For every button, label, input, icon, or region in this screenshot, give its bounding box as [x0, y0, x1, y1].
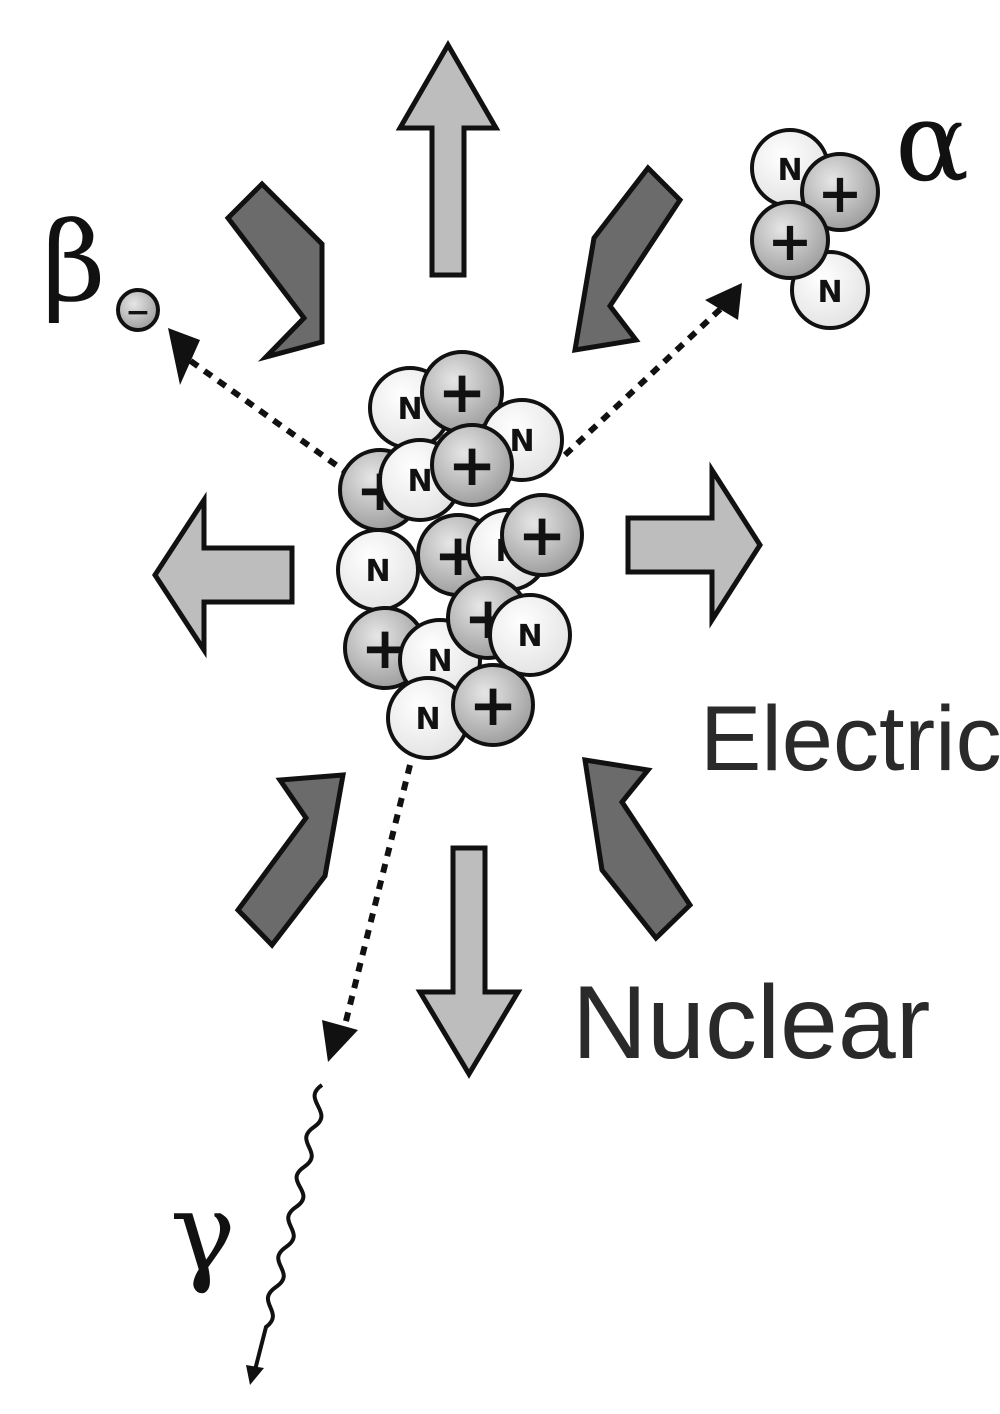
- electric-arrows: [152, 40, 763, 1079]
- neutron-label: N: [817, 275, 842, 310]
- nuclear-arrow-top-right: [571, 164, 684, 354]
- alpha-label: α: [895, 78, 969, 206]
- proton-label: +: [469, 671, 518, 739]
- proton-label: +: [817, 162, 862, 225]
- neutron-label: N: [415, 702, 440, 737]
- proton-label: +: [448, 431, 497, 499]
- neutron-label: N: [777, 153, 802, 188]
- alpha-particle: N + N +: [750, 128, 880, 330]
- nucleus-neutron: N: [386, 676, 470, 760]
- beta-trajectory: [173, 349, 352, 478]
- proton-label: +: [438, 358, 487, 426]
- nucleus-proton: +: [451, 663, 535, 747]
- electric-arrow-down: [415, 845, 523, 1079]
- electric-arrow-right: [625, 461, 763, 629]
- gamma-label: γ: [170, 1168, 236, 1296]
- nuclear-arrow-bottom-left: [234, 772, 347, 949]
- nucleus: N+N+N+N+N++N+NN+: [336, 350, 584, 760]
- alpha-proton: +: [750, 200, 830, 280]
- nuclear-arrow-top-left: [224, 180, 325, 362]
- neutron-label: N: [427, 644, 452, 679]
- nucleus-proton: +: [420, 350, 504, 434]
- neutron-label: N: [517, 619, 542, 654]
- gamma-wave: [253, 1083, 324, 1371]
- proton-label: +: [518, 501, 567, 569]
- nucleus-neutron: N: [336, 528, 420, 612]
- nuclear-arrows: [224, 164, 694, 949]
- alpha-trajectory: [562, 296, 734, 458]
- nuclear-arrow-bottom-right: [582, 756, 694, 942]
- beta-arrowhead: [168, 328, 200, 385]
- gamma-wave-tip: [246, 1365, 264, 1385]
- neutron-label: N: [509, 424, 534, 459]
- gamma-trajectory: [336, 764, 413, 1050]
- electric-arrow-up: [395, 40, 501, 278]
- emission-arrowheads: [168, 283, 742, 1062]
- alpha-proton: +: [800, 152, 880, 232]
- nucleus-neutron: N: [488, 593, 572, 677]
- electric-arrow-left: [152, 491, 295, 659]
- beta-label: β: [42, 198, 106, 326]
- alpha-neutron: N: [790, 250, 870, 330]
- nuclear-label: Nuclear: [572, 965, 930, 1081]
- proton-label: +: [767, 210, 812, 273]
- emission-paths: [173, 296, 734, 1050]
- beta-electron: −: [116, 288, 160, 332]
- electron-label: −: [125, 295, 150, 330]
- neutron-label: N: [365, 554, 390, 589]
- electric-label: Electric: [700, 688, 1000, 790]
- nucleus-proton: +: [430, 423, 514, 507]
- nucleus-proton: +: [500, 493, 584, 577]
- gamma-arrowhead: [322, 1020, 358, 1062]
- neutron-label: N: [407, 464, 432, 499]
- alpha-arrowhead: [705, 283, 742, 320]
- neutron-label: N: [397, 392, 422, 427]
